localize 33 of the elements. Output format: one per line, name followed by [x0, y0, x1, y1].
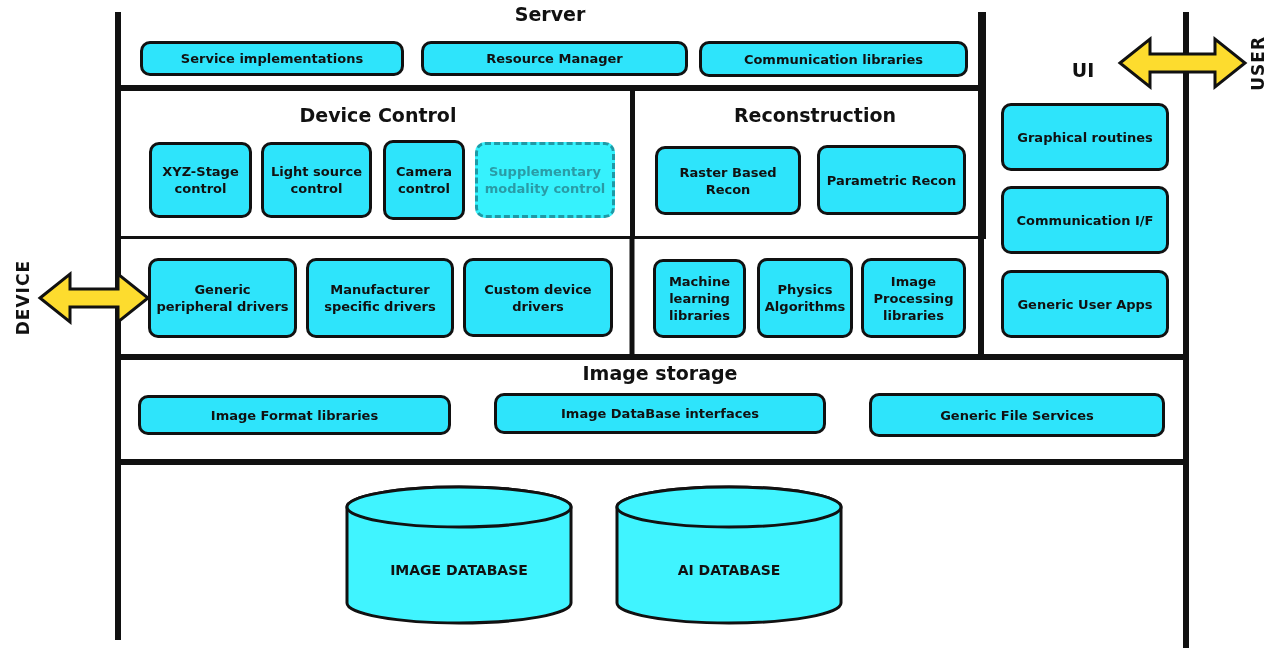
endpoint-label: USER [1245, 30, 1270, 96]
module-box: Image DataBase interfaces [494, 393, 826, 434]
module-box: Generic User Apps [1001, 270, 1169, 338]
module-box: Raster Based Recon [655, 146, 801, 215]
module-box: Image Format libraries [138, 395, 451, 435]
layer-panel [115, 354, 1189, 465]
layer-heading: Server [514, 3, 586, 25]
double-arrow [1117, 35, 1248, 91]
module-box: Image Processing libraries [861, 258, 966, 338]
double-arrow [37, 270, 151, 326]
layer-heading: Reconstruction [733, 104, 897, 126]
module-box: Communication I/F [1001, 186, 1169, 254]
module-box: Parametric Recon [817, 145, 966, 215]
module-box: Generic File Services [869, 393, 1165, 437]
optional-module-box: Supplementary modality control [475, 142, 615, 218]
module-box: Generic peripheral drivers [148, 258, 297, 338]
layer-heading: Device Control [299, 104, 457, 126]
module-box: XYZ-Stage control [149, 142, 252, 218]
database-cylinder: IMAGE DATABASE [345, 485, 573, 625]
module-box: Service implementations [140, 41, 404, 76]
layer-heading: UI [1071, 59, 1095, 81]
module-box: Communication libraries [699, 41, 968, 77]
module-box: Machine learning libraries [653, 259, 746, 338]
module-box: Camera control [383, 140, 465, 220]
module-box: Manufacturer specific drivers [306, 258, 454, 338]
module-box: Custom device drivers [463, 258, 613, 337]
endpoint-label: DEVICE [6, 255, 40, 341]
module-box: Resource Manager [421, 41, 688, 76]
module-box: Physics Algorithms [757, 258, 853, 338]
module-box: Graphical routines [1001, 103, 1169, 171]
module-box: Light source control [261, 142, 372, 218]
layer-heading: Image storage [582, 362, 738, 384]
database-cylinder: AI DATABASE [615, 485, 843, 625]
